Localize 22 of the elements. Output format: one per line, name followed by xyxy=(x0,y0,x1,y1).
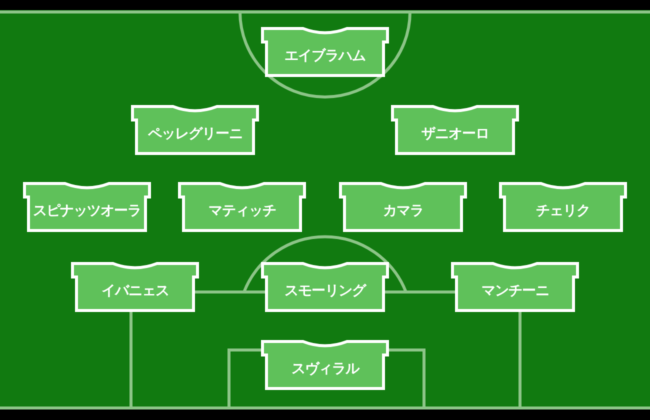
player-name: イバニェス xyxy=(101,282,169,300)
jersey-shape xyxy=(391,105,519,155)
jersey-shape xyxy=(451,262,579,312)
jersey-shape xyxy=(261,27,389,77)
player-name: スピナッツオーラ xyxy=(33,202,141,220)
jersey-shape xyxy=(261,340,389,390)
player-name: スヴィラル xyxy=(291,360,359,378)
jersey-shape xyxy=(23,182,151,232)
jersey-shape xyxy=(339,182,467,232)
jersey-shape xyxy=(178,182,306,232)
jersey-shape xyxy=(261,262,389,312)
player-name: チェリク xyxy=(536,202,590,220)
jersey-shape xyxy=(71,262,199,312)
player-name: ザニオーロ xyxy=(421,125,489,143)
jersey-shape xyxy=(499,182,627,232)
player-name: カマラ xyxy=(382,202,424,220)
player-name: ペッレグリーニ xyxy=(148,125,242,143)
player-name: マンチーニ xyxy=(481,282,549,300)
player-name: エイブラハム xyxy=(284,47,366,65)
player-name: スモーリング xyxy=(284,282,366,300)
jersey-shape xyxy=(131,105,259,155)
player-name: マティッチ xyxy=(208,202,276,220)
